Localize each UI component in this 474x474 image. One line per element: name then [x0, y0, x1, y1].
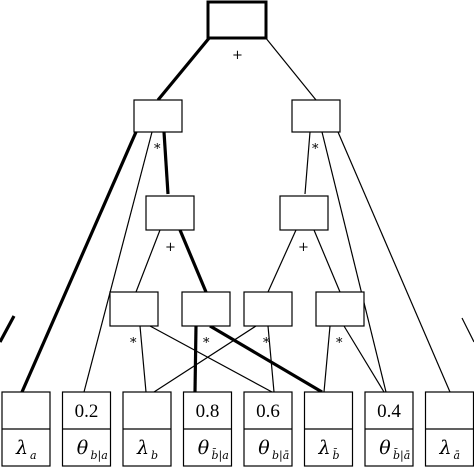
leaf-parameter-symbol: θ [258, 437, 270, 459]
edge-product-1-to-theta-b-given-nota [149, 325, 273, 393]
right-sum-node [279, 195, 329, 231]
leaf-parameter-subscript: b|a [91, 449, 108, 463]
edge-right-product-to-sum [304, 131, 311, 195]
leaf-value: 0.6 [256, 401, 280, 422]
leaf-value: 0.2 [75, 401, 99, 422]
edge-product-2-to-lambda-notb [209, 324, 323, 394]
leaf-parameter-symbol: θ [77, 437, 89, 459]
right-product-node [291, 99, 341, 133]
edge-left-product-to-theta-b-given-a [83, 131, 153, 393]
edge-offscreen-left [0, 315, 16, 343]
edge-product-3-to-theta-b-given-nota [267, 325, 275, 393]
edge-right-sum-to-product-4 [313, 229, 341, 293]
product-node-4-operator: * [336, 336, 343, 351]
product-node-3 [243, 291, 293, 327]
leaf-value: 0.8 [196, 401, 220, 422]
edge-product-4-to-lambda-notb [323, 325, 331, 393]
leaf-parameter-subscript: a [30, 449, 37, 462]
edge-right-product-to-lambda-nota [337, 131, 451, 393]
edge-left-product-to-sum [162, 131, 170, 195]
leaf-value: 0.4 [377, 401, 401, 422]
product-node-3-operator: * [263, 336, 270, 351]
product-node-2-operator: * [203, 336, 210, 351]
leaf-parameter-symbol: λ [317, 437, 330, 459]
edge-left-sum-to-product-1 [135, 229, 161, 293]
product-node-1 [109, 291, 159, 327]
edge-right-sum-to-product-3 [267, 229, 297, 293]
leaf-parameter-subscript: b̄ [333, 449, 340, 462]
right-sum-operator: + [298, 240, 309, 255]
circuit-edges [0, 35, 474, 394]
leaf-parameter-symbol: λ [15, 437, 28, 459]
circuit-nodes: + * * + + * * * * [109, 0, 365, 351]
leaf-parameter-symbol: θ [379, 437, 391, 459]
product-node-2 [181, 291, 231, 327]
edge-left-product-to-lambda-a [20, 131, 138, 393]
edge-product-3-to-lambda-b [153, 325, 257, 393]
leaf-parameter-subscript: b̄|ā [393, 449, 410, 463]
product-node-4 [315, 291, 365, 327]
edge-offscreen-right [461, 317, 474, 343]
root-sum-node [206, 0, 268, 40]
leaf-parameter-subscript: b̄|a [212, 449, 229, 463]
edge-root-to-left-product [156, 35, 212, 102]
product-node-1-operator: * [130, 336, 137, 351]
edge-product-2-to-theta-notb-given-a [193, 325, 198, 393]
leaf-parameter-symbol: θ [198, 437, 210, 459]
left-sum-node [145, 195, 195, 231]
edge-root-to-right-product [264, 36, 317, 101]
leaf-parameter-subscript: b [151, 449, 158, 462]
root-sum-operator: + [232, 48, 243, 63]
left-sum-operator: + [165, 240, 176, 255]
edge-product-1-to-lambda-b [139, 325, 147, 393]
edge-product-4-to-theta-notb-given-nota [343, 325, 385, 393]
leaf-parameter-subscript: ā [454, 449, 461, 462]
leaf-parameter-subscript: b|ā [272, 449, 289, 463]
left-product-node [133, 99, 183, 133]
right-product-operator: * [312, 142, 319, 157]
edge-left-sum-to-product-2 [178, 229, 208, 293]
left-product-operator: * [154, 142, 161, 157]
leaf-parameter-symbol: λ [438, 437, 451, 459]
edge-right-product-to-theta-notb-given-nota [321, 131, 387, 393]
leaf-parameter-symbol: λ [136, 437, 149, 459]
